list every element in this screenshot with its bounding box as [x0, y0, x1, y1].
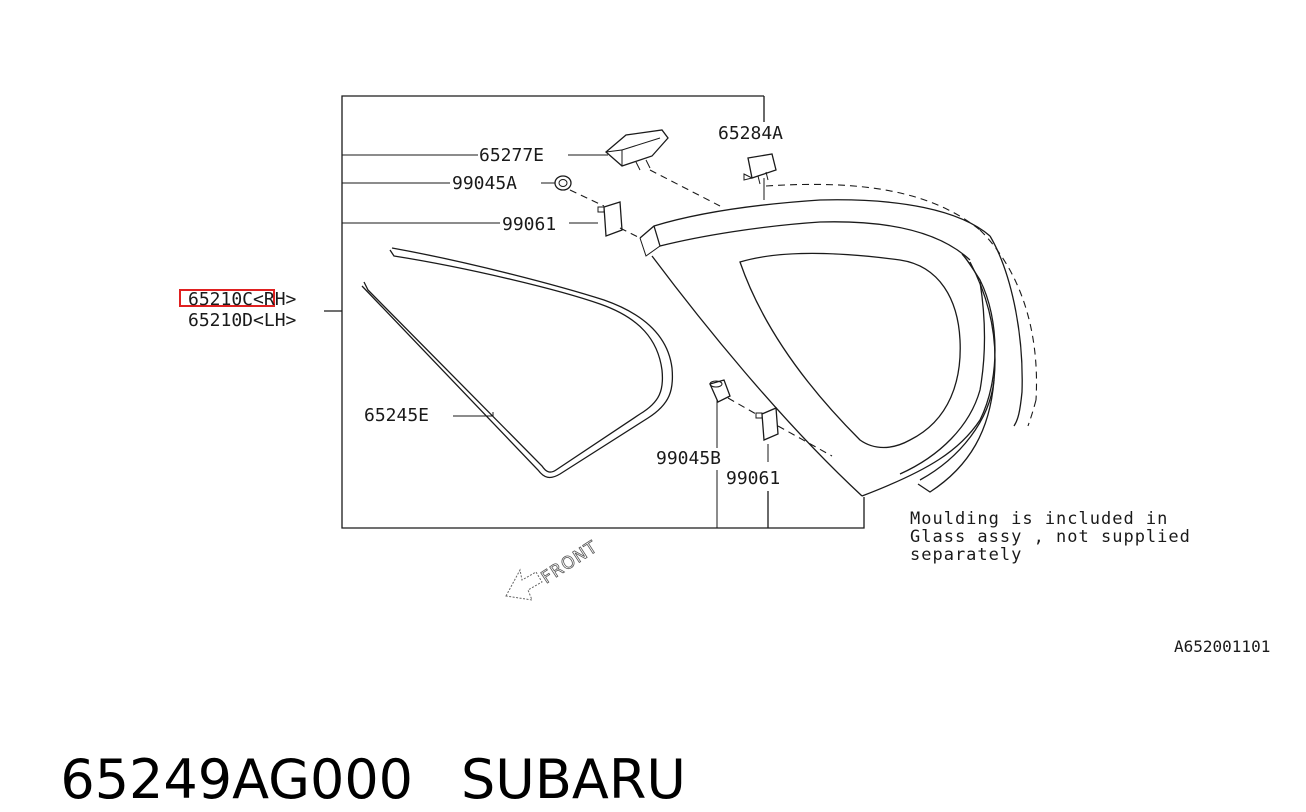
part-65245e-glass	[361, 247, 674, 479]
part-quarter-trim	[639, 199, 1023, 497]
callout-65277e[interactable]: 65277E	[479, 145, 544, 166]
callout-99061-bottom[interactable]: 99061	[726, 468, 780, 489]
part-99061-clip-bottom	[755, 407, 779, 441]
figure-reference: A652001101	[1174, 637, 1270, 656]
callout-65284a[interactable]: 65284A	[718, 123, 783, 144]
part-99045a-grommet	[554, 175, 572, 191]
parts-diagram: FRONT 65277E 65284A 99045A 99061 65210C<…	[179, 95, 1270, 656]
front-direction-arrow: FRONT	[505, 537, 602, 601]
moulding-note: Moulding is included in Glass assy , not…	[910, 509, 1191, 565]
callout-65245e[interactable]: 65245E	[364, 405, 429, 426]
part-65284a-cap	[743, 153, 777, 185]
part-number: 65249AG000	[60, 748, 414, 811]
part-65277e-clip	[605, 129, 669, 171]
part-99061-clip-top	[597, 201, 623, 237]
assembly-bracket	[324, 95, 865, 529]
brand-name: SUBARU	[461, 748, 686, 811]
callout-99045a[interactable]: 99045A	[452, 173, 517, 194]
callout-65210c-rh[interactable]: 65210C<RH>	[188, 289, 297, 310]
note-line-2: Glass assy , not supplied	[910, 527, 1191, 547]
assembly-dashed-lines	[569, 169, 1038, 457]
note-line-1: Moulding is included in	[910, 509, 1168, 529]
callout-99061-top[interactable]: 99061	[502, 214, 556, 235]
callout-65210d-lh[interactable]: 65210D<LH>	[188, 310, 297, 331]
part-99045b-grommet	[709, 379, 731, 403]
front-label: FRONT	[538, 537, 602, 588]
note-line-3: separately	[910, 545, 1022, 565]
leader-lines	[342, 154, 769, 528]
highlight-box	[179, 289, 275, 307]
part-caption: 65249AG000 SUBARU	[26, 684, 686, 812]
callout-99045b[interactable]: 99045B	[656, 448, 721, 469]
